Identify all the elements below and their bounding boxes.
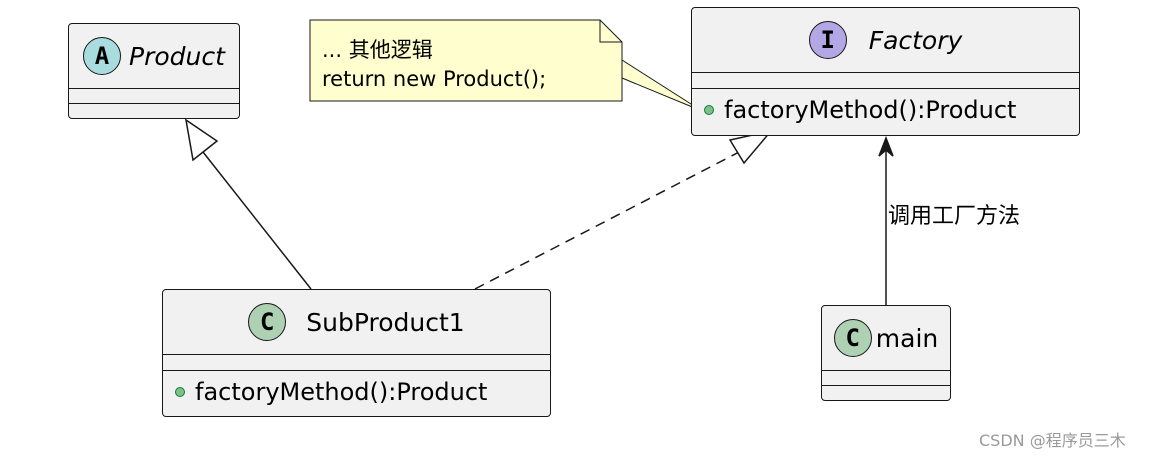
class-subproduct1-name: SubProduct1: [306, 307, 465, 337]
class-product-name: Product: [129, 41, 225, 71]
attribute-separator: [692, 72, 1079, 73]
public-visibility-icon: [704, 105, 714, 115]
factory-method-member: factoryMethod():Product: [704, 96, 1016, 124]
subproduct1-method-signature: factoryMethod():Product: [195, 378, 488, 406]
class-factory-header: I Factory: [692, 8, 1079, 72]
class-product-header: A Product: [69, 24, 239, 88]
class-factory[interactable]: I Factory factoryMethod():Product: [691, 7, 1080, 136]
attribute-separator: [69, 88, 239, 89]
interface-stereotype-icon: I: [808, 21, 847, 59]
note-connector: [621, 59, 703, 112]
class-main-name: main: [875, 323, 939, 353]
attribute-separator: [163, 354, 550, 355]
attribute-separator: [822, 370, 950, 371]
watermark: CSDN @程序员三木: [979, 431, 1126, 450]
note-fold-corner: [599, 20, 622, 43]
inheritance-line: [202, 151, 312, 290]
method-separator: [69, 103, 239, 104]
dependency-arrowhead: [878, 135, 894, 157]
class-stereotype-icon: C: [833, 319, 872, 357]
subproduct1-method-member: factoryMethod():Product: [175, 378, 487, 406]
class-main[interactable]: C main: [821, 305, 951, 401]
class-subproduct1-header: C SubProduct1: [163, 290, 550, 354]
dependency-label: 调用工厂方法: [888, 204, 1021, 229]
class-factory-name: Factory: [868, 25, 963, 55]
abstract-stereotype-icon: A: [83, 37, 122, 75]
method-separator: [692, 88, 1079, 89]
method-separator: [822, 385, 950, 386]
public-visibility-icon: [175, 387, 185, 397]
class-product[interactable]: A Product: [68, 23, 240, 119]
realization-line: [474, 149, 744, 290]
inheritance-arrowhead: [184, 118, 219, 162]
class-subproduct1[interactable]: C SubProduct1 factoryMethod():Product: [162, 289, 551, 417]
class-stereotype-icon: C: [248, 303, 287, 341]
note-line-2: return new Product();: [322, 67, 547, 91]
factory-method-signature: factoryMethod():Product: [724, 96, 1017, 124]
class-main-header: C main: [822, 306, 950, 370]
method-separator: [163, 370, 550, 371]
note: ... 其他逻辑 return new Product();: [322, 36, 546, 94]
note-line-1: ... 其他逻辑: [322, 38, 433, 62]
